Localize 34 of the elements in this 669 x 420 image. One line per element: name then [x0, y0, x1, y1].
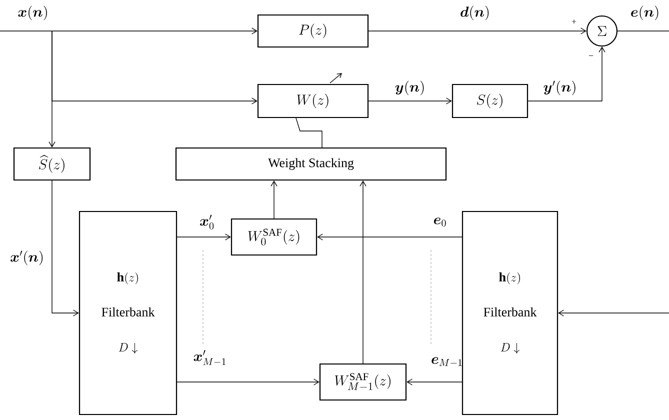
edge-label: $\boldsymbol{e}(\boldsymbol{n})$ — [631, 6, 658, 20]
arrow — [270, 180, 278, 219]
filter-box: $\widehat{S}(z)$ — [13, 147, 91, 181]
arrow — [368, 98, 452, 104]
arrow — [368, 28, 586, 34]
arrow — [317, 234, 462, 240]
filter-box: $W_{M-1}^{\mathrm{SAF}}(z)$ — [319, 363, 407, 401]
arrow — [406, 378, 462, 386]
stacking-box: Weight Stacking — [175, 147, 447, 181]
edge-label: $\boldsymbol{x}'_0$ — [200, 214, 214, 230]
edge-label: $\boldsymbol{e}_{M-1}$ — [432, 357, 462, 366]
edge-label: $\boldsymbol{x}'(\boldsymbol{n})$ — [10, 250, 43, 266]
arrow — [558, 310, 669, 316]
edge-label: $\boldsymbol{d}(\boldsymbol{n})$ — [460, 6, 489, 20]
arrow — [176, 378, 320, 386]
filter-box: $W(z)$ — [257, 84, 369, 118]
edge-label: $\boldsymbol{y}'(\boldsymbol{n})$ — [544, 80, 576, 96]
filter-box: $W_0^{\mathrm{SAF}}(z)$ — [230, 218, 318, 256]
arrow — [528, 46, 606, 102]
arrow — [48, 30, 56, 148]
arrow — [0, 28, 258, 34]
arrow — [176, 234, 231, 240]
sign-label: + — [572, 19, 576, 24]
filterbank-box: $\mathbf{h}(z)$ Filterbank $D\downarrow$ — [462, 210, 558, 416]
sign-label: − — [588, 55, 594, 56]
edge-label: $\boldsymbol{e}_0$ — [434, 218, 446, 226]
edge-label: $\boldsymbol{y}(\boldsymbol{n})$ — [395, 80, 424, 96]
filter-box: $S(z)$ — [452, 84, 528, 118]
edge-label: $\boldsymbol{x}(\boldsymbol{n})$ — [18, 6, 47, 20]
edge-label: $\boldsymbol{x}'_{M-1}$ — [194, 350, 226, 365]
arrow — [52, 180, 79, 316]
arrow — [360, 180, 366, 364]
filterbank-box: $\mathbf{h}(z)$ Filterbank $D\downarrow$ — [78, 210, 178, 416]
transfer-box: $P(z)$ — [257, 14, 369, 48]
